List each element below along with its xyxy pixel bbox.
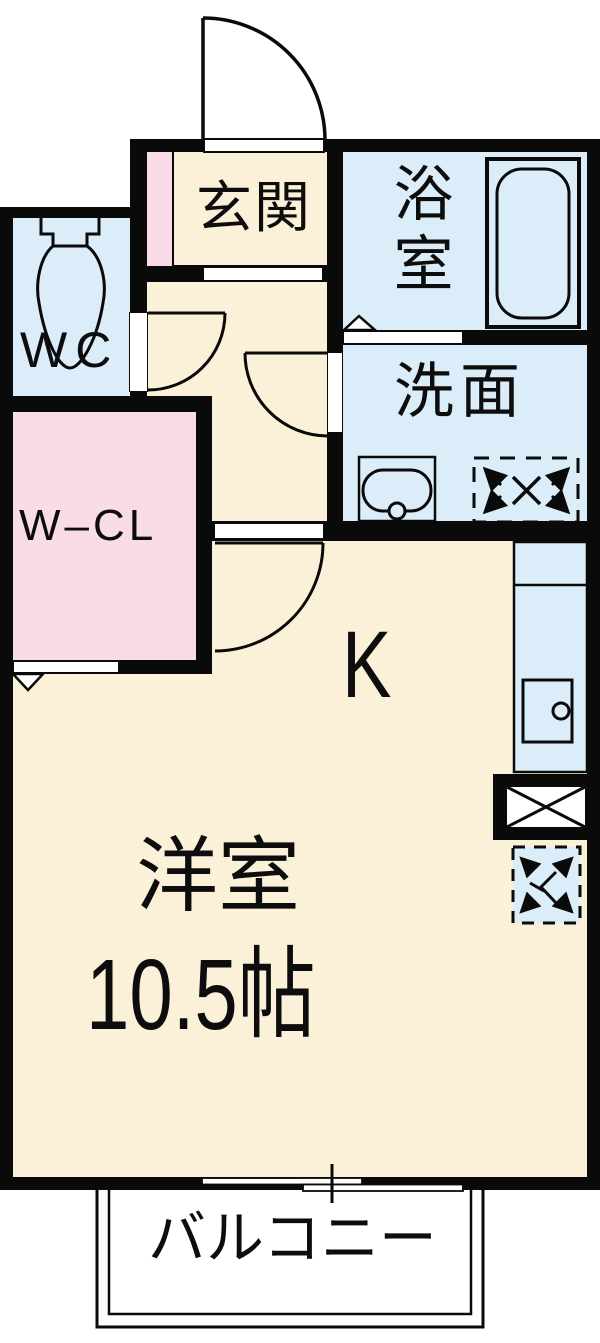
closet-label: W–CL [19, 501, 158, 550]
washer-space-icon [472, 456, 580, 524]
wc-label: WC [20, 322, 120, 378]
genkan-step-opening [203, 267, 323, 281]
closet-doorway-opening [13, 661, 119, 673]
main-room-label: 洋室 [136, 831, 301, 922]
bath-door-opening [343, 331, 463, 344]
washroom-door-icon [243, 351, 329, 438]
wall-left [0, 207, 13, 1177]
step-triangle-closet-icon [10, 672, 46, 692]
kitchen-door-icon [214, 541, 325, 653]
fridge-space-icon [511, 845, 582, 925]
bathtub-icon [485, 157, 581, 329]
kitchen-sink-icon [521, 678, 574, 744]
room-bathroom-floor [343, 152, 587, 330]
wall-closet-right [196, 396, 212, 674]
room-closet-floor [13, 412, 196, 660]
toilet-icon [36, 214, 106, 370]
kitchen-door-opening [214, 523, 324, 539]
washroom-label: 洗面 [394, 358, 526, 425]
wall-closet-top [0, 396, 212, 412]
genkan-shoe-cabinet [147, 152, 172, 266]
room-genkan-floor [147, 152, 327, 266]
balcony-label: バルコニー [148, 1206, 437, 1271]
entrance-door-icon [201, 16, 327, 141]
wc-door-icon [146, 311, 227, 392]
bathroom-label: 浴室 [385, 162, 452, 302]
washbasin-icon [357, 455, 437, 523]
crossed-box-icon [493, 774, 600, 840]
wall-right [587, 139, 600, 1190]
balcony-outline [95, 1190, 485, 1329]
entrance-opening [203, 138, 325, 153]
wc-door-opening [129, 312, 148, 392]
kitchen-label: K [342, 612, 392, 718]
kitchen-counter [512, 540, 589, 774]
step-triangle-bath-icon [340, 314, 379, 332]
sliding-window-icon [201, 1164, 464, 1203]
wall-bath-divider [327, 152, 343, 541]
main-room-size-label: 10.5帖 [86, 939, 316, 1051]
wall-wc-top [0, 207, 130, 218]
genkan-label: 玄関 [196, 176, 312, 239]
washroom-door-opening [327, 352, 343, 433]
